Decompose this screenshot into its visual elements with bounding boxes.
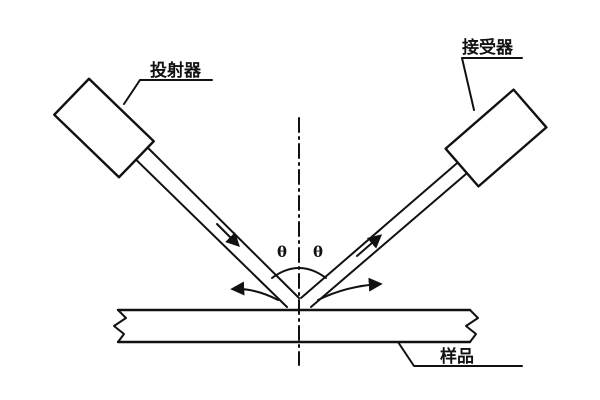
incident-beam-tube	[121, 133, 300, 308]
incident-arrow	[216, 223, 240, 247]
angle-arc	[271, 267, 327, 279]
receiver-box	[444, 88, 548, 188]
reflected-beam-tube	[300, 157, 474, 308]
receiver-label: 接受器	[462, 37, 514, 58]
angle-label-left: θ	[277, 243, 287, 261]
angle-label-right: θ	[313, 243, 323, 261]
projector-leader	[123, 79, 213, 105]
projector-label: 投射器	[150, 60, 202, 81]
sample-label: 样品	[440, 346, 474, 367]
receiver-leader	[461, 57, 523, 111]
sample-leader	[397, 341, 523, 367]
projector-box	[53, 77, 155, 179]
sample-plate	[113, 308, 479, 344]
reflected-arrow	[356, 234, 383, 257]
scatter-right-arrow	[317, 277, 383, 301]
scatter-left-arrow	[230, 281, 279, 301]
